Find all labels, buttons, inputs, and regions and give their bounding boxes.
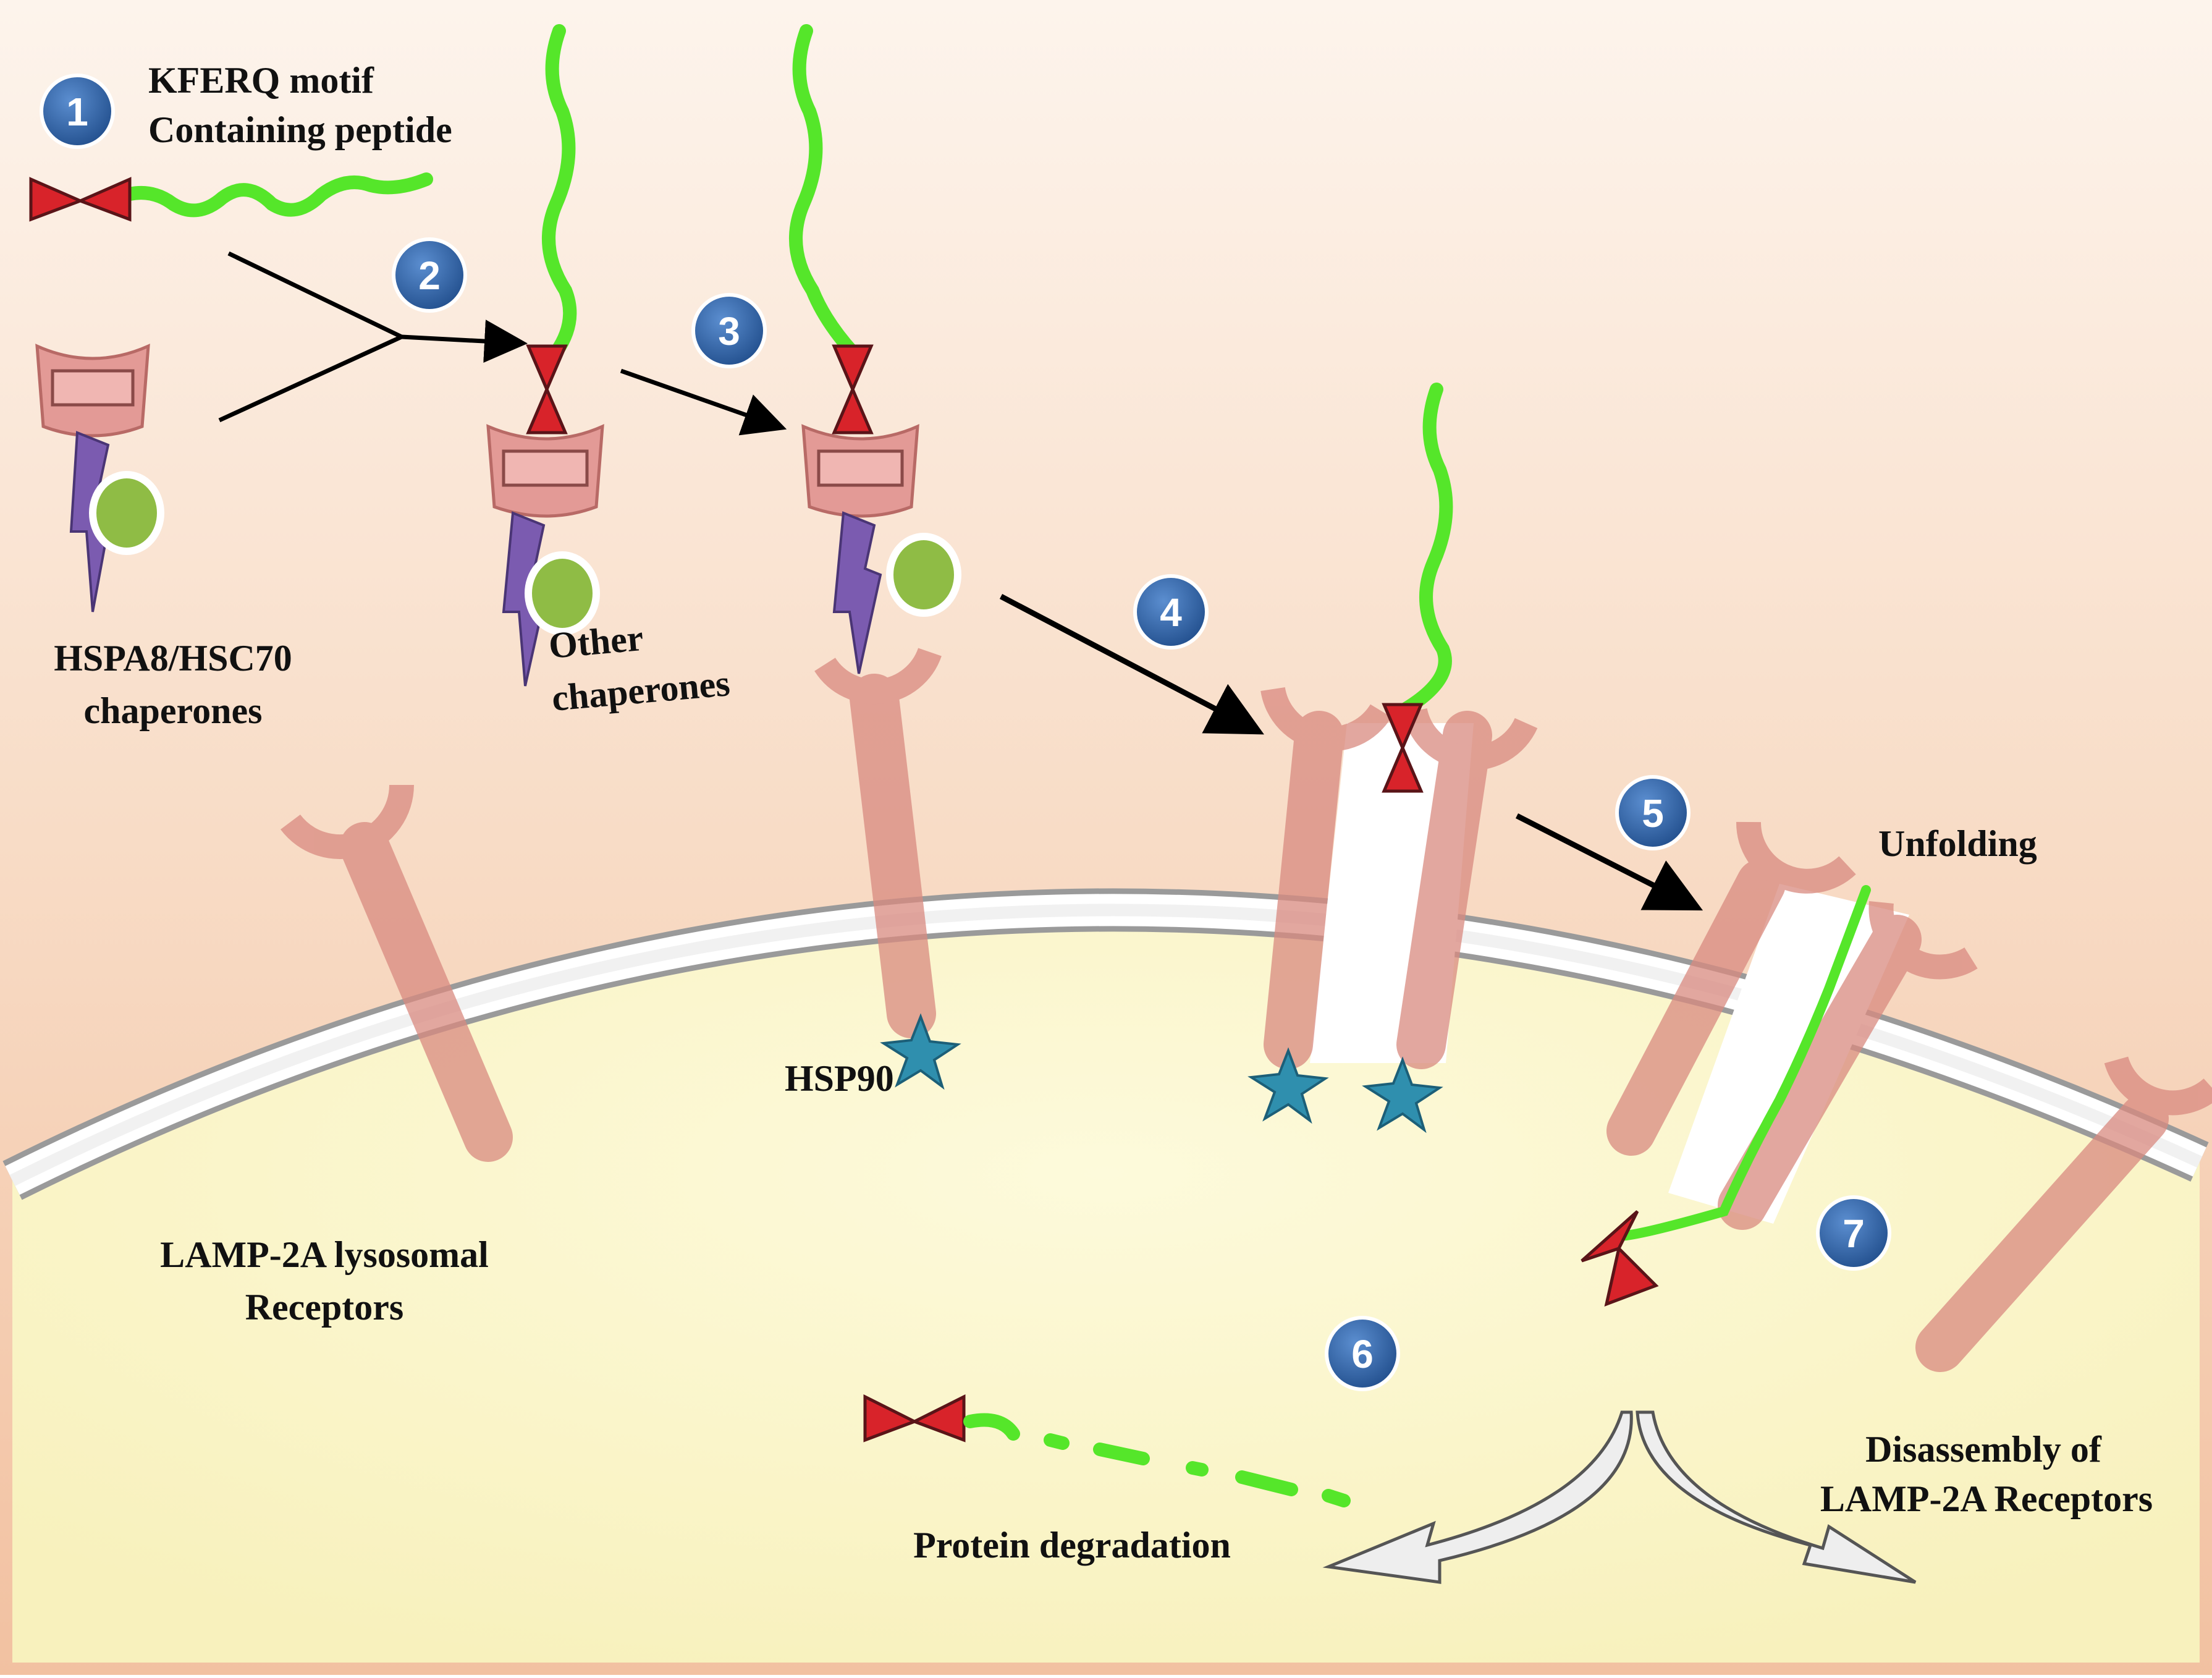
svg-text:5: 5 [1642,791,1664,836]
lamp2a-receptor-right [1915,1056,2212,1372]
hsc70-chaperone-free [35,344,164,612]
label-kferq-line2: Containing peptide [148,109,452,150]
step-badge-5: 5 [1615,775,1691,850]
unfolded-peptide [1581,885,1871,1307]
arrow-step2 [218,251,528,423]
label-disassembly-line1: Disassembly of [1865,1429,2102,1470]
label-lamp-line2: Receptors [245,1287,404,1328]
step-badge-1: 1 [40,74,115,149]
step-badge-2: 2 [392,237,467,313]
lamp2a-receptor-middle [814,647,942,1038]
degraded-peptide [863,1394,1351,1507]
step-badge-7: 7 [1816,1195,1891,1271]
svg-text:6: 6 [1351,1332,1374,1376]
arrow-to-disassembly [1636,1410,1917,1584]
step-badge-6: 6 [1325,1316,1400,1391]
lamp2a-unfolding-complex [1606,821,1978,1230]
svg-text:3: 3 [718,309,740,354]
label-hsp90: HSP90 [785,1058,894,1099]
arrow-to-degradation [1322,1410,1633,1584]
lamp2a-multimer [1260,687,1538,1069]
arrow-step4 [999,594,1264,735]
chaperone-peptide-complex [486,24,604,687]
hsp90-star-right [1362,1056,1443,1133]
svg-text:7: 7 [1843,1211,1865,1256]
kferq-peptide-free [29,172,433,222]
label-other-line1: Other [547,617,644,666]
svg-text:2: 2 [418,253,441,298]
label-unfolding: Unfolding [1878,823,2037,864]
label-protein-degradation: Protein degradation [913,1525,1231,1566]
arrow-step5 [1515,813,1703,911]
svg-text:4: 4 [1160,590,1182,635]
svg-text:1: 1 [66,90,88,134]
chaperone-peptide-complex-step3 [789,24,961,674]
step-badge-3: 3 [691,293,767,368]
label-hspa8-line2: chaperones [84,690,263,731]
hsp90-star-left [1247,1047,1329,1124]
label-hspa8-line1: HSPA8/HSC70 [54,638,292,679]
peptide-docked-multimer [1382,383,1453,793]
lamp2a-receptor-left [281,784,513,1162]
hsp90-star-middle [880,1013,961,1090]
label-kferq-line1: KFERQ motif [148,60,374,101]
step-badge-4: 4 [1133,574,1209,650]
label-disassembly-line2: LAMP-2A Receptors [1820,1478,2153,1519]
label-lamp-line1: LAMP-2A lysosomal [160,1234,489,1275]
arrow-step3 [620,368,787,436]
